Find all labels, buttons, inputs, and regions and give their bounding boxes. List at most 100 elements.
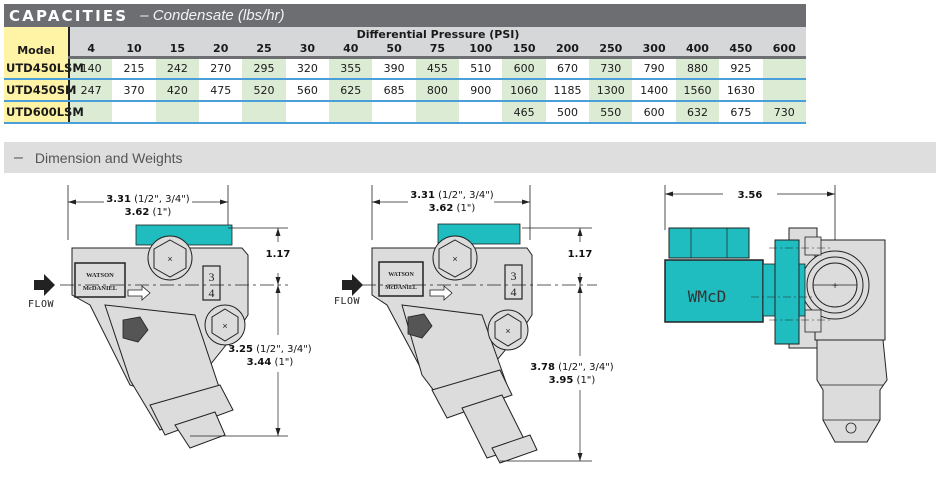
nameplate-line2: McDANIEL xyxy=(83,285,118,292)
body-height-secondary: 3.95 (1") xyxy=(549,375,596,386)
capacity-cell xyxy=(329,101,373,124)
capacity-cell: 670 xyxy=(545,57,590,80)
capacity-cell: 455 xyxy=(415,57,460,80)
drain-nut xyxy=(174,411,226,449)
arrowhead-icon xyxy=(68,199,76,205)
capacity-cell: 370 xyxy=(112,79,156,102)
arrowhead-icon xyxy=(522,199,530,205)
capacity-cell: 1560 xyxy=(675,79,720,102)
capacity-cell: 550 xyxy=(589,101,633,124)
nameplate-line2: McDANIEL xyxy=(385,285,417,291)
size-tag-bottom: 4 xyxy=(209,286,215,300)
screen-mesh-icon xyxy=(122,316,149,343)
capacities-title: CAPACITIES xyxy=(9,6,129,25)
capacities-title-bar: CAPACITIES – Condensate (lbs/hr) xyxy=(4,4,806,27)
model-column-header: Model xyxy=(4,27,70,57)
top-height-dimension: 1.17 xyxy=(266,249,291,260)
size-tag xyxy=(202,265,221,301)
flow-label: FLOW xyxy=(334,296,361,307)
flow-label: FLOW xyxy=(28,299,55,310)
capacity-cell: 247 xyxy=(69,79,113,102)
side-view-svg: 3.56 + WMcD xyxy=(664,185,888,443)
nameplate-line1: WATSON xyxy=(86,272,114,279)
flow-direction-arrow-icon xyxy=(127,285,151,301)
differential-pressure-header: Differential Pressure (PSI) xyxy=(69,27,806,41)
capacity-cell: 270 xyxy=(199,57,243,80)
center-mark: + xyxy=(832,281,838,292)
minus-icon[interactable]: – xyxy=(14,148,23,166)
capacity-cell xyxy=(762,57,806,80)
width-dimension-primary: 3.31 (1/2", 3/4") xyxy=(410,190,494,201)
arrowhead-icon xyxy=(577,453,583,461)
body-height-primary: 3.78 (1/2", 3/4") xyxy=(530,362,614,373)
pressure-column-header: 30 xyxy=(285,41,330,59)
size-tag-top: 3 xyxy=(511,269,517,283)
front-view-drawing-a: 3.31 (1/2", 3/4") 3.62 (1") × × WATSON M… xyxy=(20,180,320,470)
arrowhead-icon xyxy=(577,228,583,236)
teal-flange xyxy=(774,239,800,345)
capacity-cell: 900 xyxy=(459,79,503,102)
capacity-cell: 560 xyxy=(285,79,330,102)
model-name-cell: UTD600LSM xyxy=(4,101,84,124)
bolt-nut xyxy=(804,236,822,256)
arrowhead-icon xyxy=(665,191,673,197)
arrowhead-icon xyxy=(372,199,380,205)
capacity-cell: 465 xyxy=(502,101,546,124)
dimension-weights-section-header[interactable]: – Dimension and Weights xyxy=(4,142,936,173)
pressure-column-header: 10 xyxy=(112,41,156,59)
pressure-column-header: 25 xyxy=(242,41,286,59)
pressure-column-header: 200 xyxy=(545,41,590,59)
capacity-cell: 685 xyxy=(372,79,416,102)
capacity-cell xyxy=(459,101,503,124)
capacity-cell: 730 xyxy=(762,101,806,124)
capacity-cell xyxy=(199,101,243,124)
arrowhead-icon xyxy=(577,277,583,285)
capacity-cell xyxy=(69,101,113,124)
hex-bolt-icon xyxy=(438,239,472,278)
pressure-column-header: 600 xyxy=(762,41,806,59)
capacity-cell: 520 xyxy=(242,79,286,102)
arrowhead-icon xyxy=(827,191,835,197)
pressure-column-header: 250 xyxy=(589,41,633,59)
size-tag xyxy=(504,264,523,300)
arrowhead-icon xyxy=(275,285,281,293)
hex-bolt-icon xyxy=(211,308,239,342)
capacities-table-panel: CAPACITIES – Condensate (lbs/hr) Model D… xyxy=(4,4,806,124)
model-header-label: Model xyxy=(17,44,55,57)
drain-nut xyxy=(491,434,538,464)
pressure-column-header: 40 xyxy=(329,41,373,59)
strainer-cap xyxy=(149,384,234,436)
top-height-dimension: 1.17 xyxy=(568,249,593,260)
bolt-center-mark: × xyxy=(452,254,457,264)
front-view-drawing-b: 3.31 (1/2", 3/4") 3.62 (1") × × WATSON M… xyxy=(322,180,622,477)
model-name-cell: UTD450LSM xyxy=(4,57,84,80)
width-dimension-primary: 3.31 (1/2", 3/4") xyxy=(106,194,190,205)
capacity-cell: 600 xyxy=(632,101,676,124)
pressure-column-header: 15 xyxy=(155,41,200,59)
capacity-cell: 475 xyxy=(199,79,243,102)
pressure-column-header: 100 xyxy=(459,41,503,59)
nameplate xyxy=(74,262,126,298)
arrowhead-icon xyxy=(275,228,281,236)
side-view-drawing: 3.56 + WMcD xyxy=(655,180,940,477)
side-width-dimension: 3.56 xyxy=(738,190,763,201)
hex-bolt-icon xyxy=(494,313,522,347)
width-dimension-secondary: 3.62 (1") xyxy=(429,203,476,214)
capacity-cell: 730 xyxy=(589,57,633,80)
bolt-center-mark: × xyxy=(167,254,172,264)
drain-port xyxy=(845,422,857,434)
capacity-cell: 295 xyxy=(242,57,286,80)
strainer-cap xyxy=(431,369,513,419)
capacity-cell: 242 xyxy=(155,57,200,80)
flow-arrow-icon xyxy=(34,274,55,296)
pressure-column-header: 50 xyxy=(372,41,416,59)
capacity-cell: 800 xyxy=(415,79,460,102)
capacity-cell: 632 xyxy=(675,101,720,124)
connector-label: WMcD xyxy=(688,287,727,306)
size-tag-top: 3 xyxy=(209,270,215,284)
capacity-cell: 390 xyxy=(372,57,416,80)
capacity-cell: 510 xyxy=(459,57,503,80)
